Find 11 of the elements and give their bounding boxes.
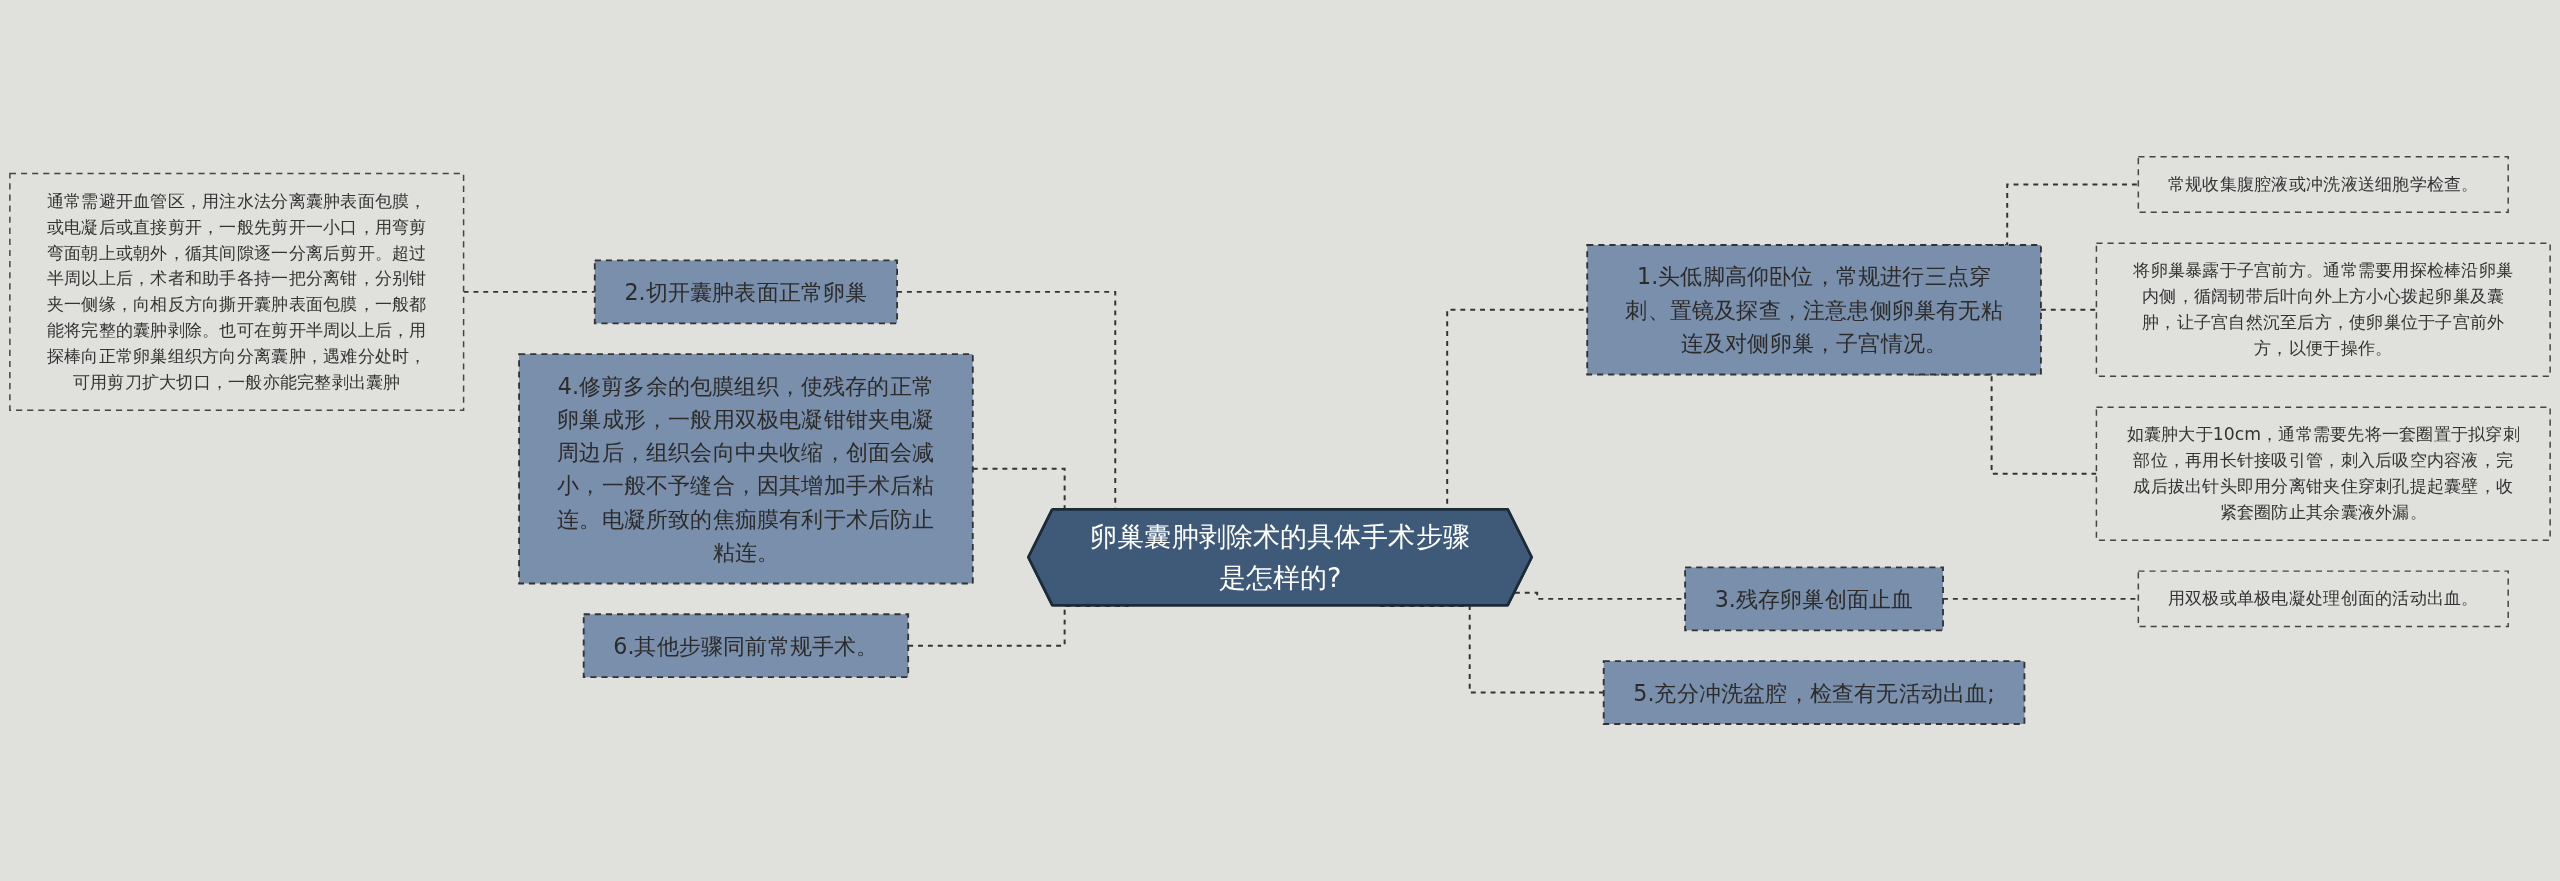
node-box: 常规收集腹腔液或冲洗液送细胞学检查。 <box>2137 156 2509 214</box>
node-box: 4.修剪多余的包膜组织，使残存的正常卵巢成形，一般用双极电凝钳钳夹电凝周边后，组织会向中央收缩，创面会减小，一般不予缝合，因其增加手术后粘连。电凝所致的焦痂膜有利于术后防止粘连。 <box>518 353 974 585</box>
node-box: 3.残存卵巢创面止血 <box>1684 566 1944 632</box>
node-box: 通常需避开血管区，用注水法分离囊肿表面包膜，或电凝后或直接剪开，一般先剪开一小口，用弯剪弯面朝上或朝外，循其间隙逐一分离后剪开。超过半周以上后，术者和助手各持一把分离钳，分别钳夹一侧缘，向相反方向撕开囊肿表面包膜，一般都能将完整的囊肿剥除。也可在剪开半周以上后，用探棒向正常卵巢组织方向分离囊肿，遇难分处时，可用剪刀扩大切口，一般亦能完整剥出囊肿 <box>9 172 465 412</box>
node-box: 用双极或单极电凝处理创面的活动出血。 <box>2137 570 2509 628</box>
node-box: 1.头低脚高仰卧位，常规进行三点穿刺、置镜及探查，注意患侧卵巢有无粘连及对侧卵巢，子宫情况。 <box>1586 244 2042 376</box>
node-box: 将卵巢暴露于子宫前方。通常需要用探检棒沿卵巢内侧，循阔韧带后叶向外上方小心拨起卵巢及囊肿，让子宫自然沉至后方，使卵巢位于子宫前外方，以便于操作。 <box>2095 242 2551 378</box>
node-box: 如囊肿大于10cm，通常需要先将一套圈置于拟穿刺部位，再用长针接吸引管，刺入后吸空内容液，完成后拔出针头即用分离钳夹住穿刺孔提起囊壁，收紧套圈防止其余囊液外漏。 <box>2095 406 2551 542</box>
node-box: 5.充分冲洗盆腔，检查有无活动出血; <box>1602 660 2026 725</box>
node-box: 2.切开囊肿表面正常卵巢 <box>593 259 898 325</box>
node-box: 6.其他步骤同前常规手术。 <box>582 613 910 679</box>
